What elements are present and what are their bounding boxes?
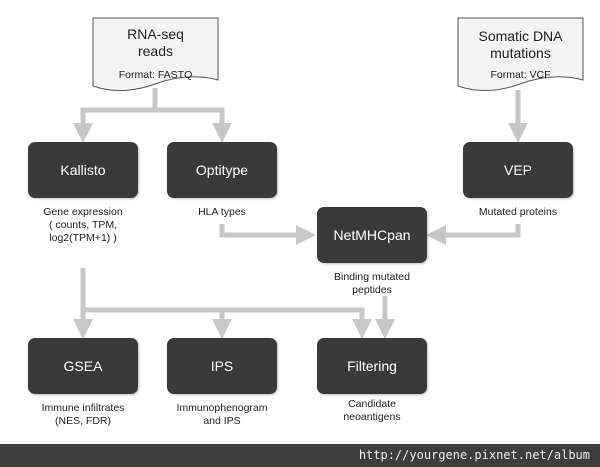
vep-box: VEP xyxy=(463,142,573,198)
vep-output-line1: Mutated proteins xyxy=(478,206,558,218)
filtering-output-line1: Candidate xyxy=(348,398,396,410)
netmhcpan-output-line1: Binding mutated xyxy=(334,271,410,283)
watermark-url[interactable]: http://yourgene.pixnet.net/album xyxy=(358,448,590,462)
filtering-output-line2: neoantigens xyxy=(343,411,401,423)
kallisto-output-label: Gene expression ( counts, TPM, log2(TPM+… xyxy=(18,206,148,245)
filtering-box: Filtering xyxy=(317,338,427,394)
gsea-output-label: Immune infiltrates (NES, FDR) xyxy=(18,402,148,428)
rnaseq-title-line1: RNA-seq xyxy=(127,26,184,42)
ips-output-line2: and IPS xyxy=(203,415,241,427)
optitype-output-label: HLA types xyxy=(157,206,287,219)
netmhcpan-output-label: Binding mutated peptides xyxy=(307,271,437,297)
ips-box: IPS xyxy=(167,338,277,394)
ips-output-line1: Immunophenogram xyxy=(176,402,268,414)
rnaseq-document-shape xyxy=(92,17,219,92)
kallisto-output-line2: ( counts, TPM, xyxy=(48,219,118,231)
arrow-rnaseq-to-optitype xyxy=(155,107,232,143)
vep-output-label: Mutated proteins xyxy=(453,206,583,219)
filtering-output-label: Candidate neoantigens xyxy=(307,398,437,424)
somatic-format: Format: VCF xyxy=(490,69,551,81)
watermark-bar: http://yourgene.pixnet.net/album xyxy=(0,444,600,467)
arrow-vep-to-netmhcpan xyxy=(426,224,521,245)
rnaseq-title-line2: reads xyxy=(137,43,174,59)
kallisto-box: Kallisto xyxy=(28,142,138,198)
arrow-rnaseq-to-kallisto xyxy=(73,107,155,143)
rnaseq-input-document: RNA-seq reads Format: FASTQ xyxy=(93,18,218,88)
netmhcpan-box: NetMHCpan xyxy=(317,207,427,263)
arrow-optitype-to-netmhcpan xyxy=(219,224,316,245)
optitype-output-line1: HLA types xyxy=(198,206,246,218)
kallisto-output-line3: log2(TPM+1) ) xyxy=(49,232,117,244)
netmhcpan-output-line2: peptides xyxy=(352,284,392,296)
gsea-output-line2: (NES, FDR) xyxy=(55,415,111,427)
somatic-title-line1: Somatic DNA xyxy=(478,28,563,44)
somatic-document-shape xyxy=(457,17,584,92)
kallisto-output-line1: Gene expression xyxy=(43,206,123,218)
arrow-branch-horizontal xyxy=(83,307,372,339)
gsea-box: GSEA xyxy=(28,338,138,394)
ips-output-label: Immunophenogram and IPS xyxy=(157,402,287,428)
rnaseq-format: Format: FASTQ xyxy=(118,69,193,81)
somatic-title-line2: mutations xyxy=(490,45,551,61)
somatic-input-document: Somatic DNA mutations Format: VCF xyxy=(458,18,583,88)
gsea-output-line1: Immune infiltrates xyxy=(41,402,125,414)
optitype-box: Optitype xyxy=(167,142,277,198)
